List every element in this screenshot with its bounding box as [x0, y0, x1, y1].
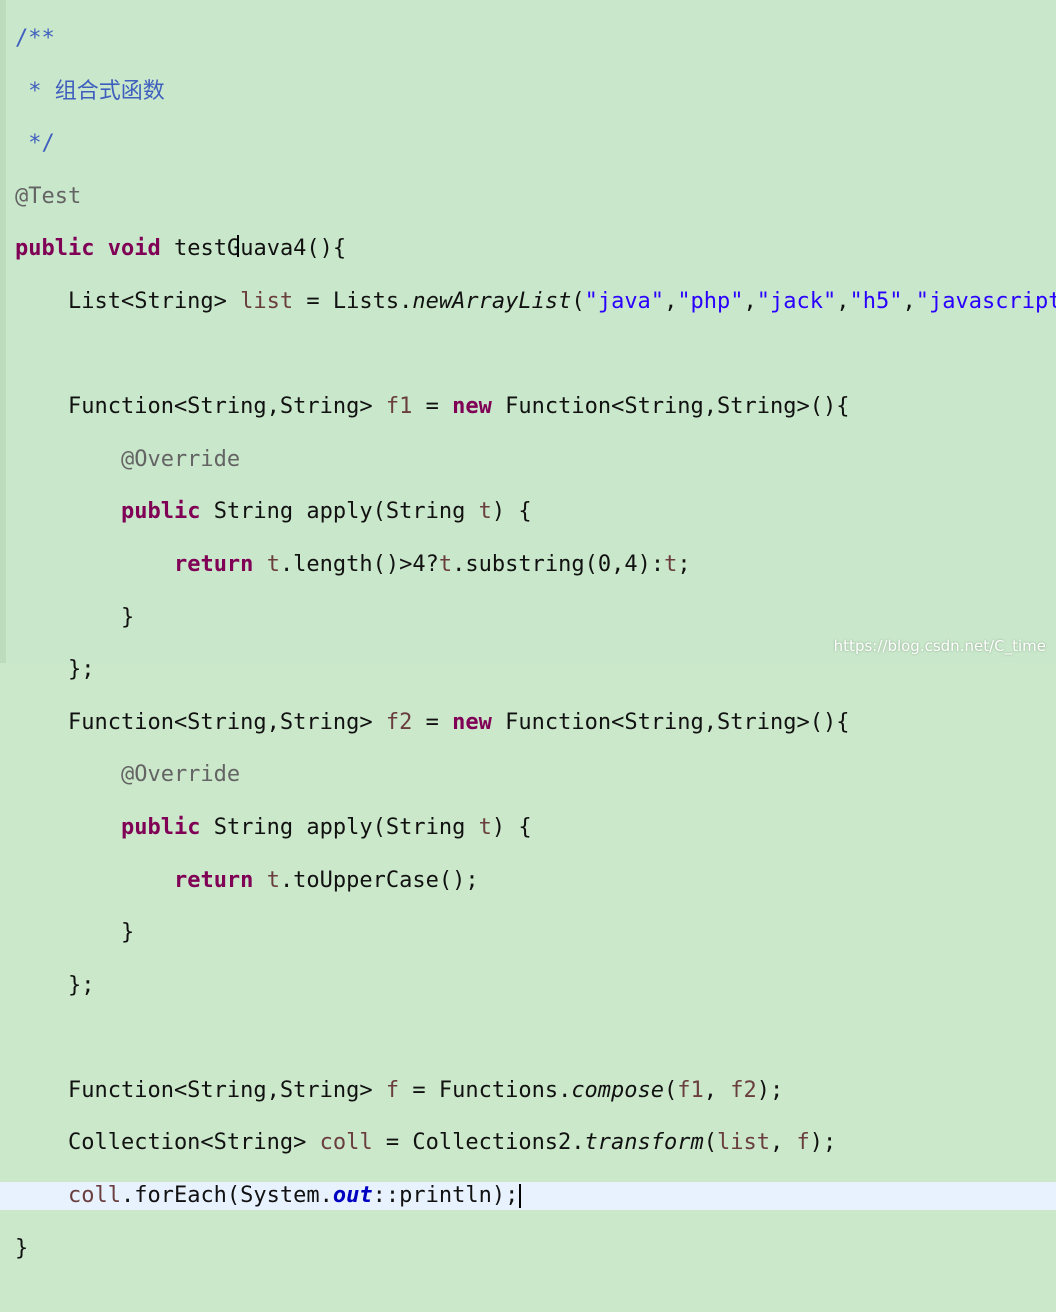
text-caret: [519, 1184, 522, 1209]
code-line-9: @Override: [15, 446, 241, 472]
code-line-22: Collection<String> coll = Collections2.t…: [15, 1130, 837, 1156]
comment-text: * 组合式函数: [15, 78, 165, 104]
code-line-4: @Test: [15, 183, 82, 209]
code-line-8: Function<String,String> f1 = new Functio…: [15, 394, 850, 420]
code-line-18: }: [15, 920, 135, 946]
code-line-19: };: [15, 972, 95, 998]
code-line-13: };: [15, 657, 95, 683]
code-line-3: */: [15, 131, 55, 157]
code-line-15: @Override: [15, 762, 241, 788]
code-line-16: public String apply(String t) {: [120, 814, 532, 840]
code-line-1: /**: [15, 26, 55, 51]
code-line-6: List<String> list = Lists.newArrayList("…: [15, 288, 1056, 314]
code-line-5: public void testGuava4(){: [15, 235, 347, 262]
code-line-10: public String apply(String t) {: [120, 499, 532, 525]
code-line-11: return t.length()>4?t.substring(0,4):t;: [173, 551, 691, 577]
code-line-21: Function<String,String> f = Functions.co…: [15, 1077, 784, 1103]
code-line-17: return t.toUpperCase();: [173, 867, 479, 893]
code-editor[interactable]: /** * 组合式函数 */ @Test public void testGua…: [0, 0, 1056, 1261]
code-line-23-current[interactable]: coll.forEach(System.out::println);: [0, 1182, 1056, 1210]
editor-gutter: [0, 0, 6, 663]
code-line-20: [15, 1024, 1056, 1052]
watermark: https://blog.csdn.net/C_time: [833, 637, 1046, 655]
code-line-2: * 组合式函数: [15, 78, 1056, 106]
code-line-24: }: [15, 1235, 29, 1261]
code-line-12: }: [15, 604, 135, 630]
code-line-7: [15, 341, 1056, 369]
code-line-14: Function<String,String> f2 = new Functio…: [15, 709, 850, 735]
